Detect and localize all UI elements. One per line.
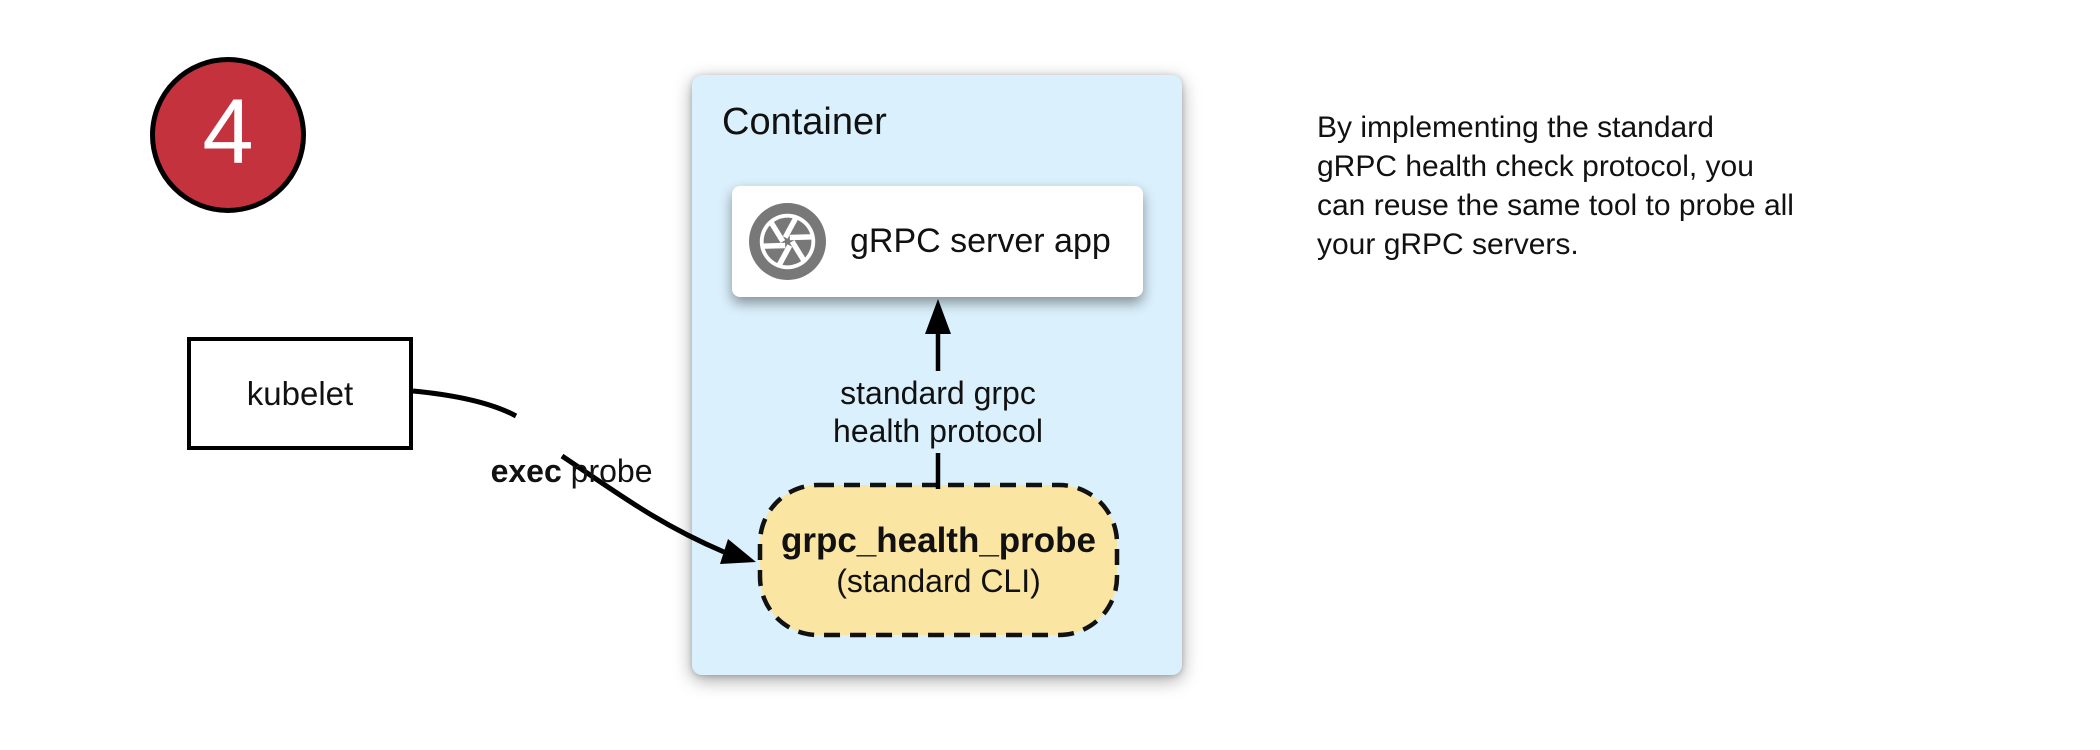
note-line: gRPC health check protocol, you [1317,150,1754,183]
grpc-health-probe-title: grpc_health_probe [780,520,1097,560]
exec-probe-label-bold: exec [490,453,562,489]
protocol-label-line1: standard grpc [840,375,1036,411]
grpc-server-box: gRPC server app [732,186,1143,297]
protocol-label-line2: health protocol [833,413,1043,449]
note-line: By implementing the standard [1317,111,1714,144]
grpc-health-probe-box: grpc_health_probe (standard CLI) [760,485,1117,635]
container-title: Container [722,101,887,143]
protocol-label: standard grpc health protocol [770,374,1106,450]
kubelet-label: kubelet [246,374,354,412]
note-text: By implementing the standard gRPC health… [1317,108,1794,264]
grpc-server-label: gRPC server app [850,222,1111,260]
exec-probe-curve-start [412,388,518,419]
exec-probe-label: exec probe [455,416,653,527]
step-badge: 4 [150,57,306,213]
exec-probe-label-rest: probe [561,453,653,489]
grpc-health-probe-subtitle: (standard CLI) [836,562,1041,599]
aperture-icon [749,203,826,280]
kubelet-box: kubelet [187,337,413,450]
note-line: your gRPC servers. [1317,228,1579,261]
step-number: 4 [202,81,254,183]
note-line: can reuse the same tool to probe all [1317,189,1794,222]
